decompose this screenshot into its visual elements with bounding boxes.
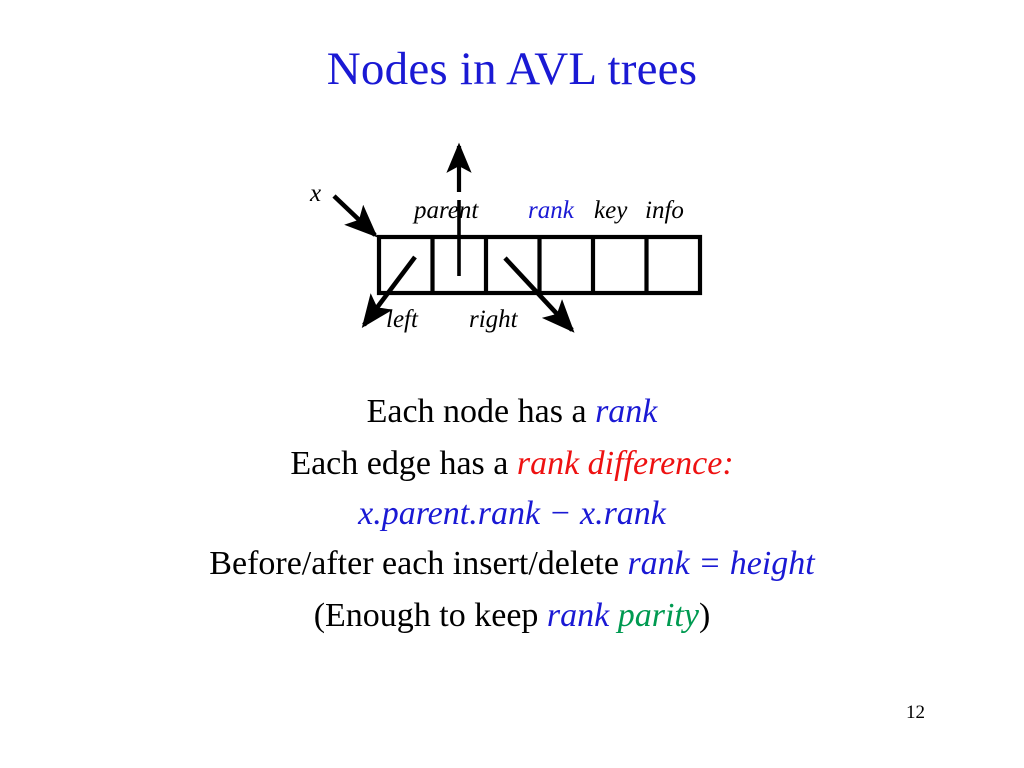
line-before-after-part-0: Before/after each insert/delete <box>209 545 628 582</box>
line-before-after-part-1: rank = height <box>627 545 815 582</box>
line-enough-parity-part-2 <box>609 597 618 634</box>
diagram-label-right: right <box>469 306 518 333</box>
node-diagram-graphics <box>332 142 703 333</box>
line-each-edge: Each edge has a rank difference: <box>62 438 962 490</box>
node-record-box <box>376 234 703 296</box>
right-child-arrow <box>503 256 575 333</box>
page-title: Nodes in AVL trees <box>326 43 698 95</box>
diagram-label-parent: parent <box>414 197 479 224</box>
diagram-label-rank: rank <box>528 197 574 224</box>
line-rank-diff-formula: x.parent.rank − x.rank <box>62 490 962 538</box>
page-number: 12 <box>906 702 925 723</box>
avl-node-diagram: x parent rank key info left right <box>0 0 1024 360</box>
line-enough-parity-part-3: parity <box>617 597 699 634</box>
line-each-node: Each node has a rank <box>62 386 962 438</box>
line-enough-parity-part-1: rank <box>546 597 610 634</box>
line-each-node-part-1: rank <box>595 393 658 430</box>
line-rank-diff-formula-part-0: x.parent.rank − x.rank <box>358 495 666 532</box>
line-enough-parity: (Enough to keep rank parity) <box>62 590 962 642</box>
diagram-label-left: left <box>386 306 418 333</box>
line-each-node-part-0: Each node has a <box>366 393 596 430</box>
left-child-arrow <box>361 255 417 328</box>
diagram-label-info: info <box>645 197 684 224</box>
line-enough-parity-part-0: (Enough to keep <box>313 597 547 634</box>
line-before-after: Before/after each insert/delete rank = h… <box>62 538 962 590</box>
line-each-edge-part-0: Each edge has a <box>290 445 517 482</box>
diagram-label-key: key <box>594 197 628 224</box>
x-pointer-arrow <box>332 194 378 238</box>
line-enough-parity-part-4: ) <box>698 597 711 634</box>
line-each-edge-part-1: rank difference: <box>516 445 734 482</box>
diagram-label-x: x <box>310 180 322 207</box>
